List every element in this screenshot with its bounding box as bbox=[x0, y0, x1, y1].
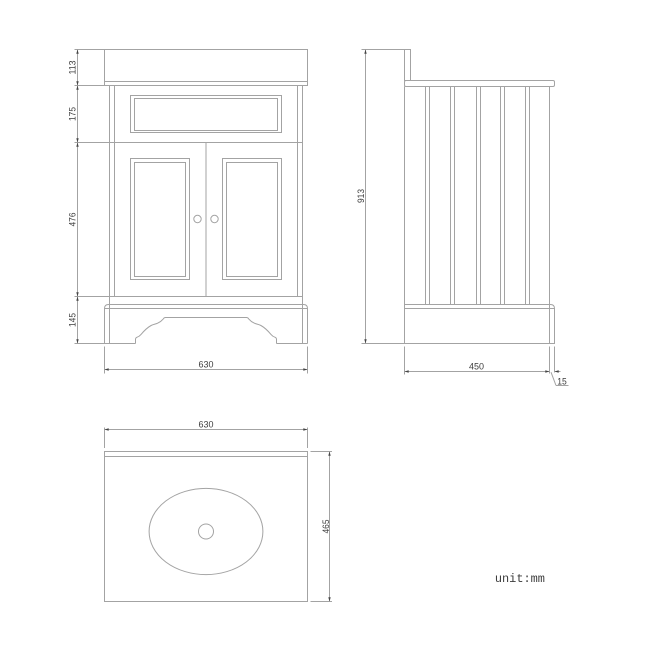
svg-text:630: 630 bbox=[199, 420, 214, 431]
svg-text:465: 465 bbox=[321, 520, 332, 534]
svg-text:175: 175 bbox=[68, 107, 79, 121]
svg-text:630: 630 bbox=[199, 360, 214, 371]
svg-text:113: 113 bbox=[68, 61, 79, 75]
svg-text:15: 15 bbox=[557, 377, 567, 388]
svg-text:476: 476 bbox=[68, 213, 79, 227]
svg-text:913: 913 bbox=[356, 189, 367, 203]
svg-text:unit:mm: unit:mm bbox=[495, 572, 545, 586]
svg-text:145: 145 bbox=[68, 313, 79, 327]
svg-text:450: 450 bbox=[469, 362, 484, 373]
